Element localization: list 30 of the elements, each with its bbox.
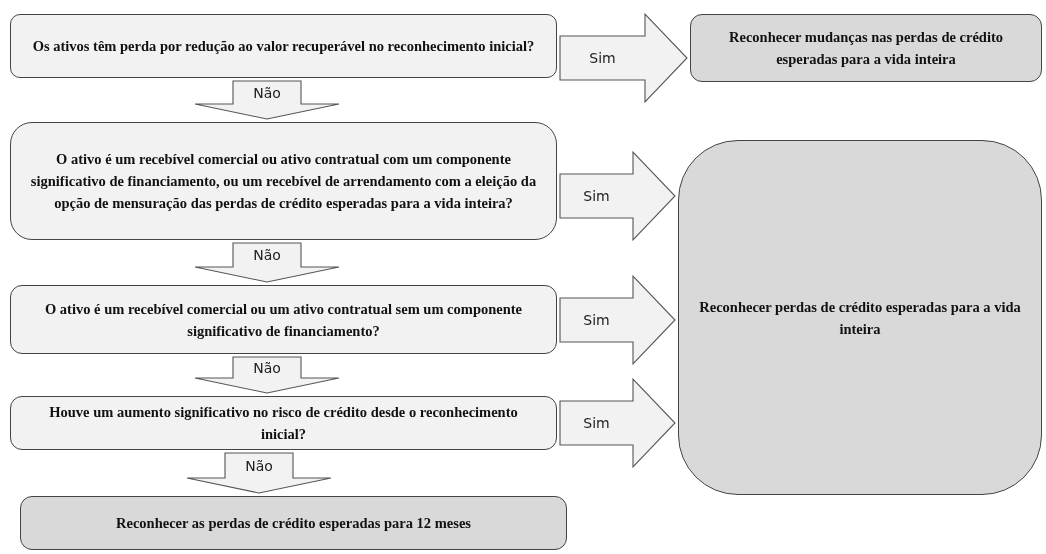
- block-arrow: [559, 150, 676, 242]
- edge-label: Não: [253, 84, 281, 101]
- edge-label: Sim: [589, 50, 616, 66]
- block-arrow: [186, 452, 332, 494]
- block-arrow: [559, 274, 676, 366]
- result-box: [678, 140, 1042, 495]
- question-box: [10, 122, 557, 240]
- box-text: Reconhecer perdas de crédito esperadas para a vida inteira: [698, 297, 1022, 339]
- box-text: Os ativos têm perda por redução ao valor recuperável no reconhecimento inicial?: [32, 37, 535, 56]
- question-box: [10, 396, 557, 450]
- edge-label: Não: [253, 247, 281, 263]
- result-box: [690, 14, 1042, 82]
- block-arrow: [559, 377, 676, 469]
- box-text: Houve um aumento significativo no risco de crédito desde o reconhecimento inicial?: [48, 403, 519, 444]
- edge-label: Não: [245, 457, 273, 474]
- box-text: Reconhecer as perdas de crédito esperadas para 12 meses: [116, 514, 471, 533]
- box-text: O ativo é um recebível comercial ou um ativo contratual sem um componente significativo de financiamento?: [43, 299, 524, 341]
- edge-label: Não: [253, 359, 281, 376]
- box-text: O ativo é um recebível comercial ou ativo contratual com um componente significativo de financiamento, ou um recebível de arrendamento com a eleição da opção de mensuração das perdas de crédito esperadas para a vida inteira?: [29, 150, 538, 213]
- question-box: [10, 14, 557, 78]
- edge-label: Sim: [583, 415, 610, 431]
- edge-label: Sim: [583, 312, 610, 328]
- edge-label: Sim: [583, 188, 610, 204]
- question-box: [10, 285, 557, 354]
- result-box: [20, 496, 567, 550]
- box-text: Reconhecer mudanças nas perdas de crédito esperadas para a vida inteira: [728, 28, 1004, 69]
- block-arrow: [194, 356, 340, 394]
- block-arrow: [194, 242, 340, 283]
- block-arrow: [194, 80, 340, 120]
- block-arrow: [559, 12, 688, 104]
